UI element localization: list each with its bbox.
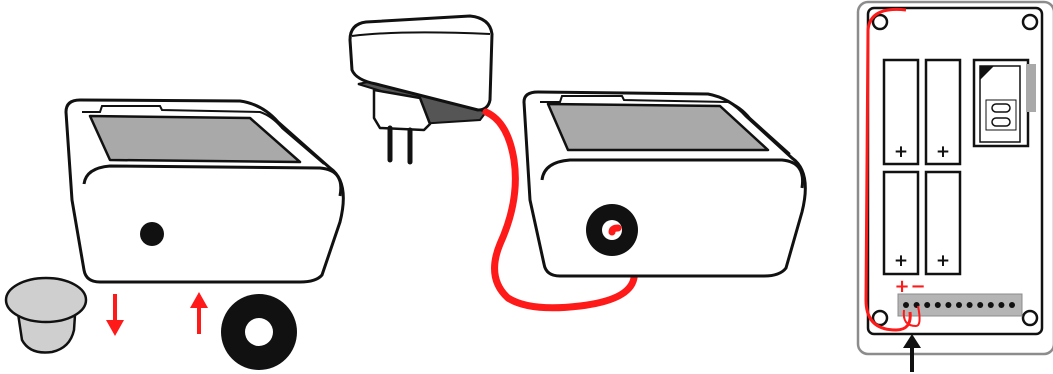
screw-hole-bl	[871, 309, 889, 327]
battery-slot-4-mark: +	[936, 251, 950, 271]
adapter-front	[372, 88, 432, 132]
device-right-front-edge	[540, 158, 805, 189]
terminal-screw	[945, 302, 952, 308]
battery-board-icon: + + + + + −	[856, 0, 1053, 356]
cap-icon	[4, 276, 88, 354]
device-left-icon	[64, 98, 345, 284]
power-cable-icon	[482, 108, 638, 312]
terminal-dots	[903, 302, 1015, 308]
adapter-body	[348, 14, 494, 112]
pointer-arrow-icon	[903, 334, 921, 372]
battery-slot-1-mark: +	[894, 142, 908, 162]
screw-hole-tl	[871, 13, 889, 31]
terminal-screw	[903, 302, 909, 308]
battery-slot-4	[924, 170, 962, 276]
up-arrow-icon	[190, 292, 208, 334]
terminal-positive-label: +	[894, 276, 909, 297]
battery-slot-2-mark: +	[936, 142, 950, 162]
battery-slot-2	[924, 58, 962, 166]
device-right-panel	[546, 102, 770, 152]
terminal-screw	[977, 302, 984, 308]
device-left-hole	[140, 222, 164, 246]
screw-hole-br	[1021, 309, 1039, 327]
battery-slot-3	[882, 170, 920, 276]
grommet-icon	[221, 294, 297, 370]
switch-module	[972, 58, 1036, 148]
terminal-screw	[956, 302, 962, 308]
terminal-screw	[924, 302, 931, 308]
device-left-panel	[88, 114, 302, 164]
battery-slot-1	[882, 58, 920, 166]
board-red-wire-2	[902, 305, 921, 328]
terminal-screw	[966, 302, 973, 308]
device-right-icon	[522, 90, 807, 278]
screw-hole-tr	[1021, 13, 1039, 31]
down-arrow-icon	[106, 294, 124, 336]
board-red-wire	[864, 7, 912, 332]
device-left-top-rim	[82, 105, 325, 165]
terminal-screw	[1009, 302, 1015, 308]
cap-head	[4, 276, 88, 324]
terminal-screw	[987, 302, 994, 308]
terminal-screw	[934, 302, 941, 308]
device-right-top-rim	[540, 95, 791, 155]
adapter-top-edge	[351, 31, 491, 37]
terminal-negative-label: −	[910, 276, 925, 297]
power-adapter-icon	[348, 14, 494, 165]
battery-slot-3-mark: +	[894, 251, 908, 271]
device-left-front-edge	[82, 164, 343, 197]
terminal-screw	[998, 302, 1005, 308]
device-right-cable-entry	[608, 224, 622, 236]
